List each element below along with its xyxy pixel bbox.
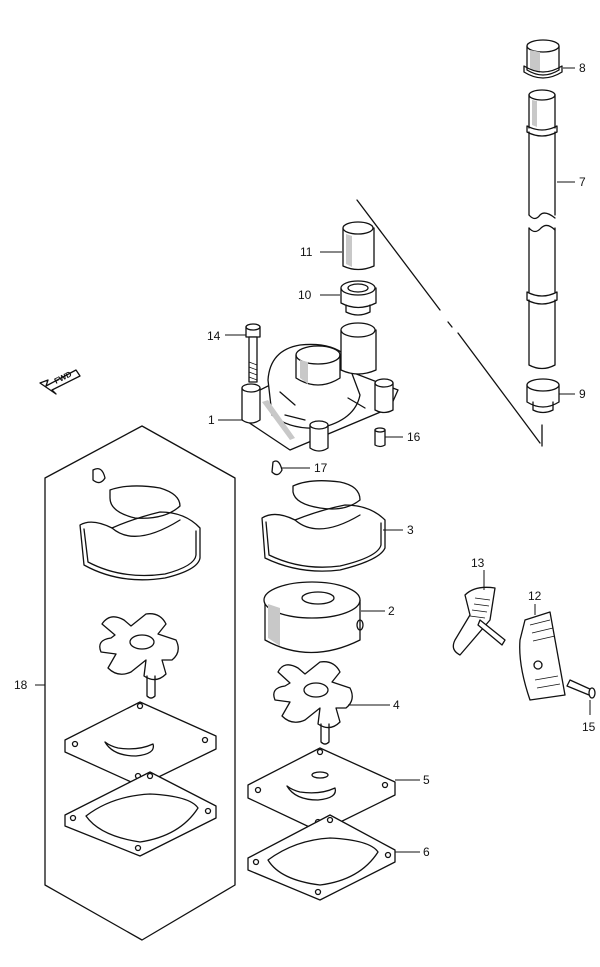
part-1-pump-case: [241, 322, 399, 452]
callout-9: 9: [579, 387, 586, 401]
part-16-dowel-pin: [374, 427, 386, 448]
part-4-impeller: [273, 661, 353, 745]
part-2-liner: [263, 581, 364, 654]
callout-14: 14: [207, 329, 221, 343]
part-6-gasket: [247, 814, 396, 901]
callout-15: 15: [582, 720, 596, 734]
callout-16: 16: [407, 430, 421, 444]
part-3-gasket-ring: [261, 480, 386, 572]
part-9-grommet: [526, 378, 560, 414]
part-14-bolt: [245, 323, 261, 383]
forward-arrow-icon: FWD: [39, 369, 81, 395]
part-7-water-tube: [526, 89, 558, 370]
part-5-wear-plate: [247, 747, 396, 833]
callout-4: 4: [393, 698, 400, 712]
callout-8: 8: [579, 61, 586, 75]
callout-12: 12: [528, 589, 542, 603]
part-12-cover: [519, 611, 566, 701]
leader-lines: [35, 67, 591, 853]
part-17-key: [271, 460, 283, 476]
callout-5: 5: [423, 773, 430, 787]
callout-10: 10: [298, 288, 312, 302]
callout-13: 13: [471, 556, 485, 570]
callout-11: 11: [300, 245, 313, 259]
cutting-guide-line: [356, 199, 543, 447]
part-13-clip: [452, 586, 506, 656]
callout-3: 3: [407, 523, 414, 537]
kit-18-outline: [44, 425, 236, 941]
callout-numbers: 8 7 9 11 10 14 1 16 17 3 2 4 5 6 13 12 1…: [14, 61, 596, 859]
callout-2: 2: [388, 604, 395, 618]
part-8-grommet: [523, 39, 563, 79]
callout-17: 17: [314, 461, 328, 475]
callout-18: 18: [14, 678, 28, 692]
part-10-seal: [340, 280, 377, 316]
callout-7: 7: [579, 175, 586, 189]
part-15-screw: [566, 679, 596, 699]
callout-1: 1: [208, 413, 215, 427]
part-11-sleeve: [342, 221, 375, 271]
callout-6: 6: [423, 845, 430, 859]
kit-18-parts: [64, 467, 217, 857]
